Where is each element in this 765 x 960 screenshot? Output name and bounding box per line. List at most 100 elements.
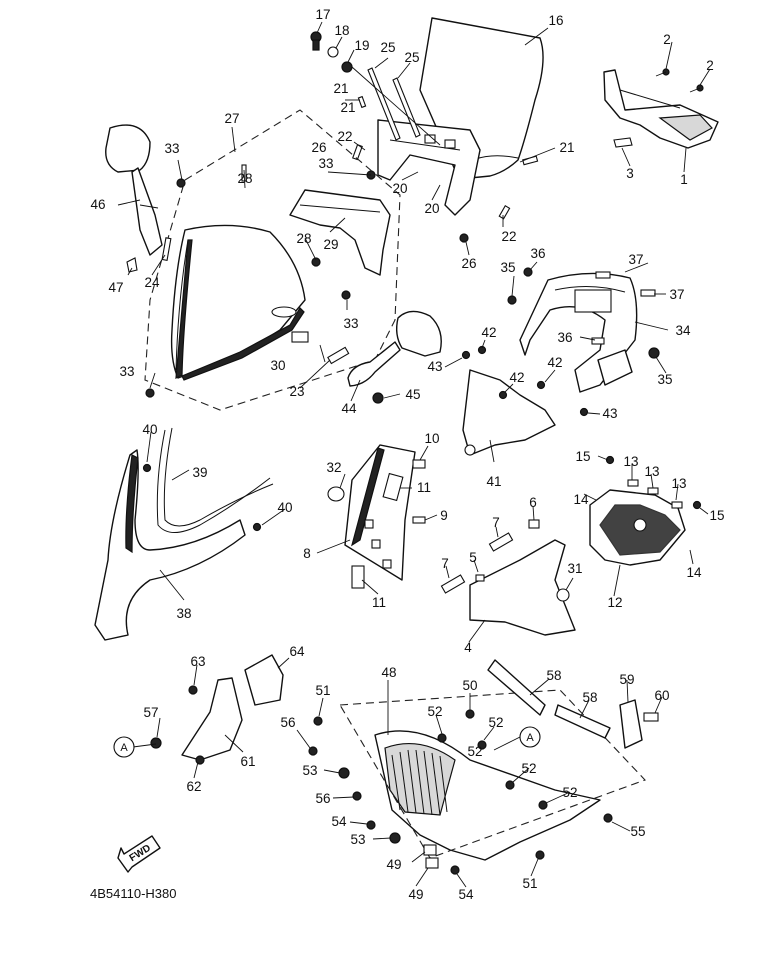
callout-59: 59 xyxy=(619,672,634,687)
callout-62: 62 xyxy=(186,779,201,794)
callout-38: 38 xyxy=(176,606,191,621)
inner-panel-part xyxy=(289,189,391,276)
callout-37: 37 xyxy=(669,287,684,302)
callout-29: 29 xyxy=(323,237,338,252)
callout-52: 52 xyxy=(521,761,536,776)
reference-marker-right: A xyxy=(519,726,541,748)
callout-21: 21 xyxy=(340,100,355,115)
callout-3: 3 xyxy=(626,166,634,181)
bolt-parts-top xyxy=(310,31,469,243)
callout-34: 34 xyxy=(675,323,691,338)
callout-60: 60 xyxy=(654,688,669,703)
callout-53: 53 xyxy=(302,763,317,778)
callout-64: 64 xyxy=(289,644,305,659)
callout-13: 13 xyxy=(671,476,686,491)
callout-7: 7 xyxy=(492,515,500,530)
callout-36: 36 xyxy=(557,330,572,345)
side-bracket-part xyxy=(462,369,556,456)
callout-13: 13 xyxy=(623,454,638,469)
callout-4: 4 xyxy=(464,640,472,655)
callout-47: 47 xyxy=(108,280,123,295)
callout-14: 14 xyxy=(686,565,702,580)
callout-54: 54 xyxy=(331,814,347,829)
lower-hardware xyxy=(308,709,613,875)
callout-63: 63 xyxy=(190,654,205,669)
callout-25: 25 xyxy=(380,40,395,55)
inner-fairing-part xyxy=(519,272,638,393)
callout-49: 49 xyxy=(408,887,423,902)
callout-2: 2 xyxy=(663,32,671,47)
callout-52: 52 xyxy=(467,744,482,759)
callout-52: 52 xyxy=(488,715,503,730)
callout-19: 19 xyxy=(354,38,369,53)
callout-58: 58 xyxy=(582,690,597,705)
callout-43: 43 xyxy=(427,359,442,374)
callout-2: 2 xyxy=(706,58,714,73)
brace-part xyxy=(150,677,243,765)
callout-21: 21 xyxy=(333,81,348,96)
callout-51: 51 xyxy=(522,876,537,891)
callout-7: 7 xyxy=(441,556,449,571)
callout-18: 18 xyxy=(334,23,349,38)
callout-41: 41 xyxy=(486,474,501,489)
callout-22: 22 xyxy=(337,129,352,144)
callout-16: 16 xyxy=(548,13,563,28)
callout-31: 31 xyxy=(567,561,582,576)
callout-58: 58 xyxy=(546,668,561,683)
callout-9: 9 xyxy=(440,508,448,523)
callout-33: 33 xyxy=(164,141,179,156)
callout-57: 57 xyxy=(143,705,158,720)
callout-45: 45 xyxy=(405,387,420,402)
callout-6: 6 xyxy=(529,495,537,510)
callout-26: 26 xyxy=(461,256,476,271)
callout-5: 5 xyxy=(469,550,477,565)
callout-33: 33 xyxy=(343,316,358,331)
lower-panel-part xyxy=(440,532,576,636)
callout-33: 33 xyxy=(119,364,134,379)
drawing-code: 4B54110-H380 xyxy=(90,886,177,901)
callout-48: 48 xyxy=(381,665,396,680)
callout-28: 28 xyxy=(296,231,311,246)
callout-35: 35 xyxy=(500,260,515,275)
callout-1: 1 xyxy=(680,172,688,187)
callout-56: 56 xyxy=(280,715,295,730)
callout-42: 42 xyxy=(547,355,562,370)
cover-plate-part xyxy=(244,654,284,706)
bracket-part xyxy=(377,119,481,216)
mirror-bracket-part xyxy=(603,68,719,149)
callout-50: 50 xyxy=(462,678,477,693)
inner-cover-part xyxy=(327,444,416,589)
callout-46: 46 xyxy=(90,197,105,212)
callout-52: 52 xyxy=(427,704,442,719)
callout-30: 30 xyxy=(270,358,285,373)
callout-20: 20 xyxy=(392,181,407,196)
left-mirror-part xyxy=(105,124,163,256)
callout-14: 14 xyxy=(573,492,589,507)
callout-40: 40 xyxy=(277,500,292,515)
ref-marker-label: A xyxy=(526,732,534,744)
callout-15: 15 xyxy=(709,508,724,523)
under-cowl-part xyxy=(339,689,646,861)
front-duct-part xyxy=(589,455,702,566)
callout-42: 42 xyxy=(509,370,524,385)
callout-28: 28 xyxy=(237,171,252,186)
front-visor-part xyxy=(170,224,306,381)
leader-lines xyxy=(117,21,711,888)
callout-17: 17 xyxy=(315,7,330,22)
callout-49: 49 xyxy=(386,857,401,872)
callout-37: 37 xyxy=(628,252,643,267)
fwd-arrow-icon: FWD xyxy=(117,835,161,873)
callout-35: 35 xyxy=(657,372,672,387)
callout-26: 26 xyxy=(311,140,326,155)
callout-21: 21 xyxy=(559,140,574,155)
callout-40: 40 xyxy=(142,422,157,437)
callout-61: 61 xyxy=(240,754,255,769)
callout-8: 8 xyxy=(303,546,311,561)
side-cowling-part xyxy=(94,449,246,641)
callout-51: 51 xyxy=(315,683,330,698)
callout-42: 42 xyxy=(481,325,496,340)
callout-33: 33 xyxy=(318,156,333,171)
callout-11: 11 xyxy=(372,595,386,610)
callout-54: 54 xyxy=(458,887,474,902)
